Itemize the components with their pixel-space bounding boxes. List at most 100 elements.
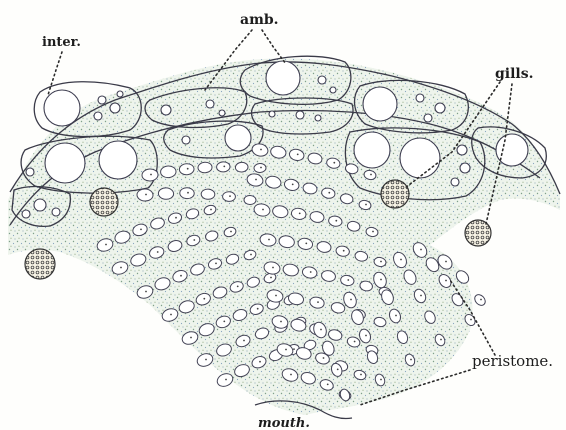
plate-pore-dot [250, 254, 252, 256]
plate-pore-dot [170, 314, 172, 316]
plate-pore-dot [380, 261, 382, 263]
plate-pore-dot [400, 259, 402, 261]
plate-pore-dot [280, 321, 282, 323]
plate-pore-dot [290, 374, 292, 376]
plate-pore-dot [360, 374, 362, 376]
plate-pore-dot [420, 249, 422, 251]
plate-pore-dot [420, 295, 422, 297]
plate-pore-dot [365, 204, 367, 206]
gill-tuft-3 [381, 180, 409, 208]
plate-pore-dot [229, 195, 231, 197]
peristome-plate [180, 187, 195, 198]
plate-pore-dot [380, 379, 382, 381]
plate-pore-dot [257, 308, 259, 310]
peristome-plate [198, 162, 213, 173]
plate-pore-dot [150, 174, 152, 176]
plate-pore-dot [293, 348, 295, 350]
plate-pore-dot [370, 174, 372, 176]
plate-pore-dot [223, 321, 225, 323]
plate-pore-dot [272, 267, 274, 269]
plate-pore-dot [237, 286, 239, 288]
plate-pore-dot [380, 279, 382, 281]
plate-pore-dot [445, 261, 447, 263]
plate-pore-dot [215, 263, 217, 265]
plate-pore-dot [190, 337, 192, 339]
plate-pore-dot [140, 229, 142, 231]
plate-pore-dot [260, 149, 262, 151]
peristome-plate [160, 166, 176, 179]
peristome-plate [179, 163, 194, 175]
plate-pore-dot [187, 168, 189, 170]
peristome-plate [473, 293, 488, 308]
label-gills: gills. [495, 66, 534, 82]
plate-pore-dot [225, 379, 227, 381]
plate-pore-dot [255, 179, 257, 181]
gill-tuft-1 [25, 249, 55, 279]
plate-pore-dot [205, 359, 207, 361]
plate-pore-dot [260, 167, 262, 169]
label-peristome: peristome. [472, 352, 553, 370]
plate-pore-dot [317, 301, 319, 303]
plate-pore-dot [268, 239, 270, 241]
plate-pore-dot [270, 277, 272, 279]
plate-pore-dot [445, 280, 447, 282]
label-inter: inter. [42, 35, 81, 50]
plate-pore-dot [410, 359, 412, 361]
plate-pore-dot [275, 295, 277, 297]
plate-pore-dot [210, 209, 212, 211]
plate-pore-dot [230, 231, 232, 233]
plate-pore-dot [187, 192, 189, 194]
peristome-plate [222, 192, 235, 202]
plate-pore-dot [470, 319, 472, 321]
plate-pore-dot [120, 267, 122, 269]
leader-inter [48, 52, 62, 95]
plate-pore-dot [262, 209, 264, 211]
peristome-plate [158, 188, 174, 200]
plate-pore-dot [354, 341, 356, 343]
plate-pore-dot [292, 184, 294, 186]
plate-pore-dot [223, 166, 225, 168]
plate-pore-dot [145, 291, 147, 293]
plate-pore-dot [259, 361, 261, 363]
plate-pore-dot [333, 162, 335, 164]
plate-pore-dot [323, 357, 325, 359]
plate-pore-dot [347, 279, 349, 281]
plate-pore-dot [180, 275, 182, 277]
plate-pore-dot [175, 217, 177, 219]
plate-pore-dot [328, 192, 330, 194]
plate-pore-dot [440, 339, 442, 341]
plate-pore-dot [395, 315, 397, 317]
gill-tuft-4 [465, 220, 491, 246]
plate-pore-dot [335, 220, 337, 222]
plate-pore-dot [193, 239, 195, 241]
plate-pore-dot [343, 250, 345, 252]
plate-pore-dot [297, 154, 299, 156]
plate-pore-dot [365, 335, 367, 337]
plate-pore-dot [145, 194, 147, 196]
plate-pore-dot [305, 243, 307, 245]
plate-pore-dot [327, 384, 329, 386]
peristome-plate [235, 162, 248, 172]
plate-pore-dot [310, 271, 312, 273]
plate-pore-dot [337, 369, 339, 371]
plate-pore-dot [350, 299, 352, 301]
peristome-plate [137, 189, 154, 202]
peristome-plate [142, 169, 159, 182]
plate-pore-dot [372, 231, 374, 233]
plate-pore-dot [299, 213, 301, 215]
peristome-plate [254, 163, 267, 173]
peristome-plate [201, 189, 215, 200]
plate-pore-dot [285, 349, 287, 351]
plate-pore-dot [320, 329, 322, 331]
plate-pore-dot [243, 340, 245, 342]
label-amb: amb. [240, 12, 279, 28]
plate-pore-dot [157, 251, 159, 253]
peristome-plate [244, 195, 256, 205]
label-mouth: mouth. [258, 416, 310, 430]
gill-tuft-2 [90, 188, 118, 216]
plate-pore-dot [203, 298, 205, 300]
plate-pore-dot [105, 244, 107, 246]
plate-pore-dot [480, 299, 482, 301]
